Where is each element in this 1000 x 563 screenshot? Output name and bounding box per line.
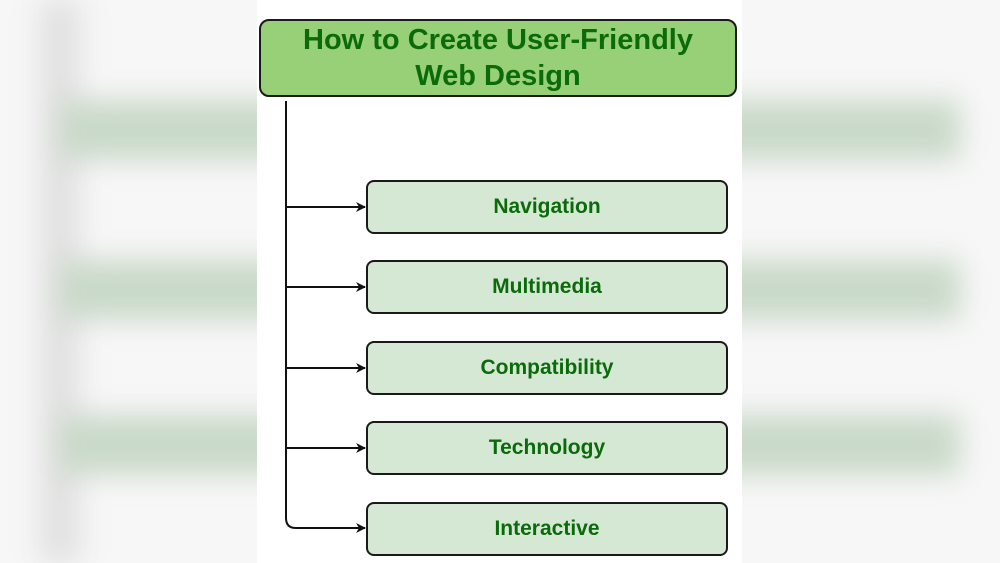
diagram-title: How to Create User-Friendly Web Design (303, 24, 693, 92)
node-compatibility: Compatibility (366, 341, 728, 395)
node-label: Technology (488, 436, 606, 459)
diagram-title-box: How to Create User-Friendly Web Design (259, 19, 737, 97)
node-label: Compatibility (480, 356, 614, 379)
node-multimedia: Multimedia (366, 260, 728, 314)
node-label: Multimedia (492, 275, 602, 298)
node-technology: Technology (366, 421, 728, 475)
node-navigation: Navigation (366, 180, 728, 234)
node-label: Interactive (494, 517, 600, 540)
node-interactive: Interactive (366, 502, 728, 556)
node-label: Navigation (493, 195, 601, 218)
